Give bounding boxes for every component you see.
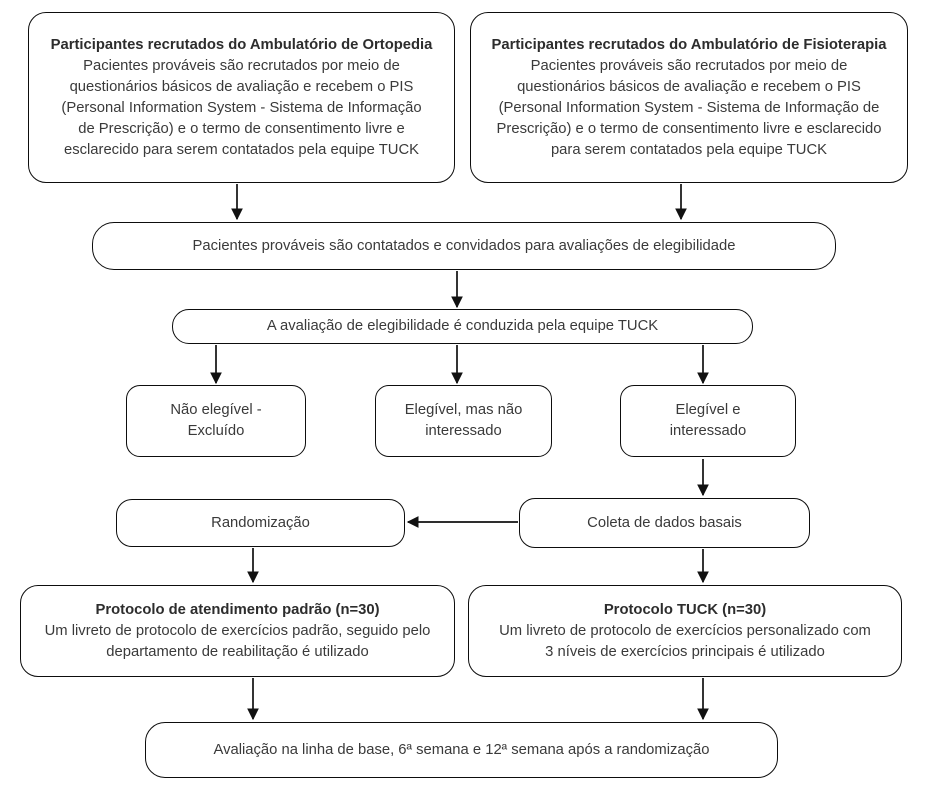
node-ortopedia-title: Participantes recrutados do Ambulatório …: [50, 36, 433, 53]
node-elegivel-interessado-label: Elegível e interessado: [669, 402, 747, 439]
node-fisioterapia-recruitment: Participantes recrutados do Ambulatório …: [470, 12, 908, 183]
node-protocolo-padrao-title: Protocolo de atendimento padrão (n=30): [95, 601, 380, 618]
node-elegivel-nao-interessado: Elegível, mas não interessado: [375, 385, 552, 457]
node-coleta-dados-basais: Coleta de dados basais: [519, 498, 810, 548]
node-ortopedia-recruitment: Participantes recrutados do Ambulatório …: [28, 12, 455, 183]
node-protocolo-padrao-body: Um livreto de protocolo de exercícios pa…: [44, 622, 431, 660]
node-avaliacao-final: Avaliação na linha de base, 6ª semana e …: [145, 722, 778, 778]
node-elegibilidade-label: A avaliação de elegibilidade é conduzida…: [266, 318, 659, 334]
node-protocolo-tuck: Protocolo TUCK (n=30) Um livreto de prot…: [468, 585, 902, 677]
node-elegivel-nao-interessado-label: Elegível, mas não interessado: [404, 402, 523, 439]
node-contato-convite: Pacientes prováveis são contatados e con…: [92, 222, 836, 270]
node-elegivel-interessado: Elegível e interessado: [620, 385, 796, 457]
node-nao-elegivel: Não elegível - Excluído: [126, 385, 306, 457]
node-contato-label: Pacientes prováveis são contatados e con…: [192, 237, 736, 254]
node-nao-elegivel-label: Não elegível - Excluído: [170, 402, 262, 439]
node-fisioterapia-title: Participantes recrutados do Ambulatório …: [491, 36, 887, 53]
node-protocolo-padrao: Protocolo de atendimento padrão (n=30) U…: [20, 585, 455, 677]
node-fisioterapia-body: Pacientes prováveis são recrutados por m…: [496, 57, 882, 158]
node-avaliacao-elegibilidade: A avaliação de elegibilidade é conduzida…: [172, 309, 753, 344]
node-protocolo-tuck-title: Protocolo TUCK (n=30): [603, 601, 767, 618]
node-coleta-label: Coleta de dados basais: [587, 514, 742, 531]
node-ortopedia-body: Pacientes prováveis são recrutados por m…: [61, 57, 422, 158]
node-avaliacao-final-label: Avaliação na linha de base, 6ª semana e …: [213, 741, 710, 758]
node-protocolo-tuck-body: Um livreto de protocolo de exercícios pe…: [499, 622, 871, 660]
node-randomizacao-label: Randomização: [211, 514, 310, 531]
node-randomizacao: Randomização: [116, 499, 405, 547]
